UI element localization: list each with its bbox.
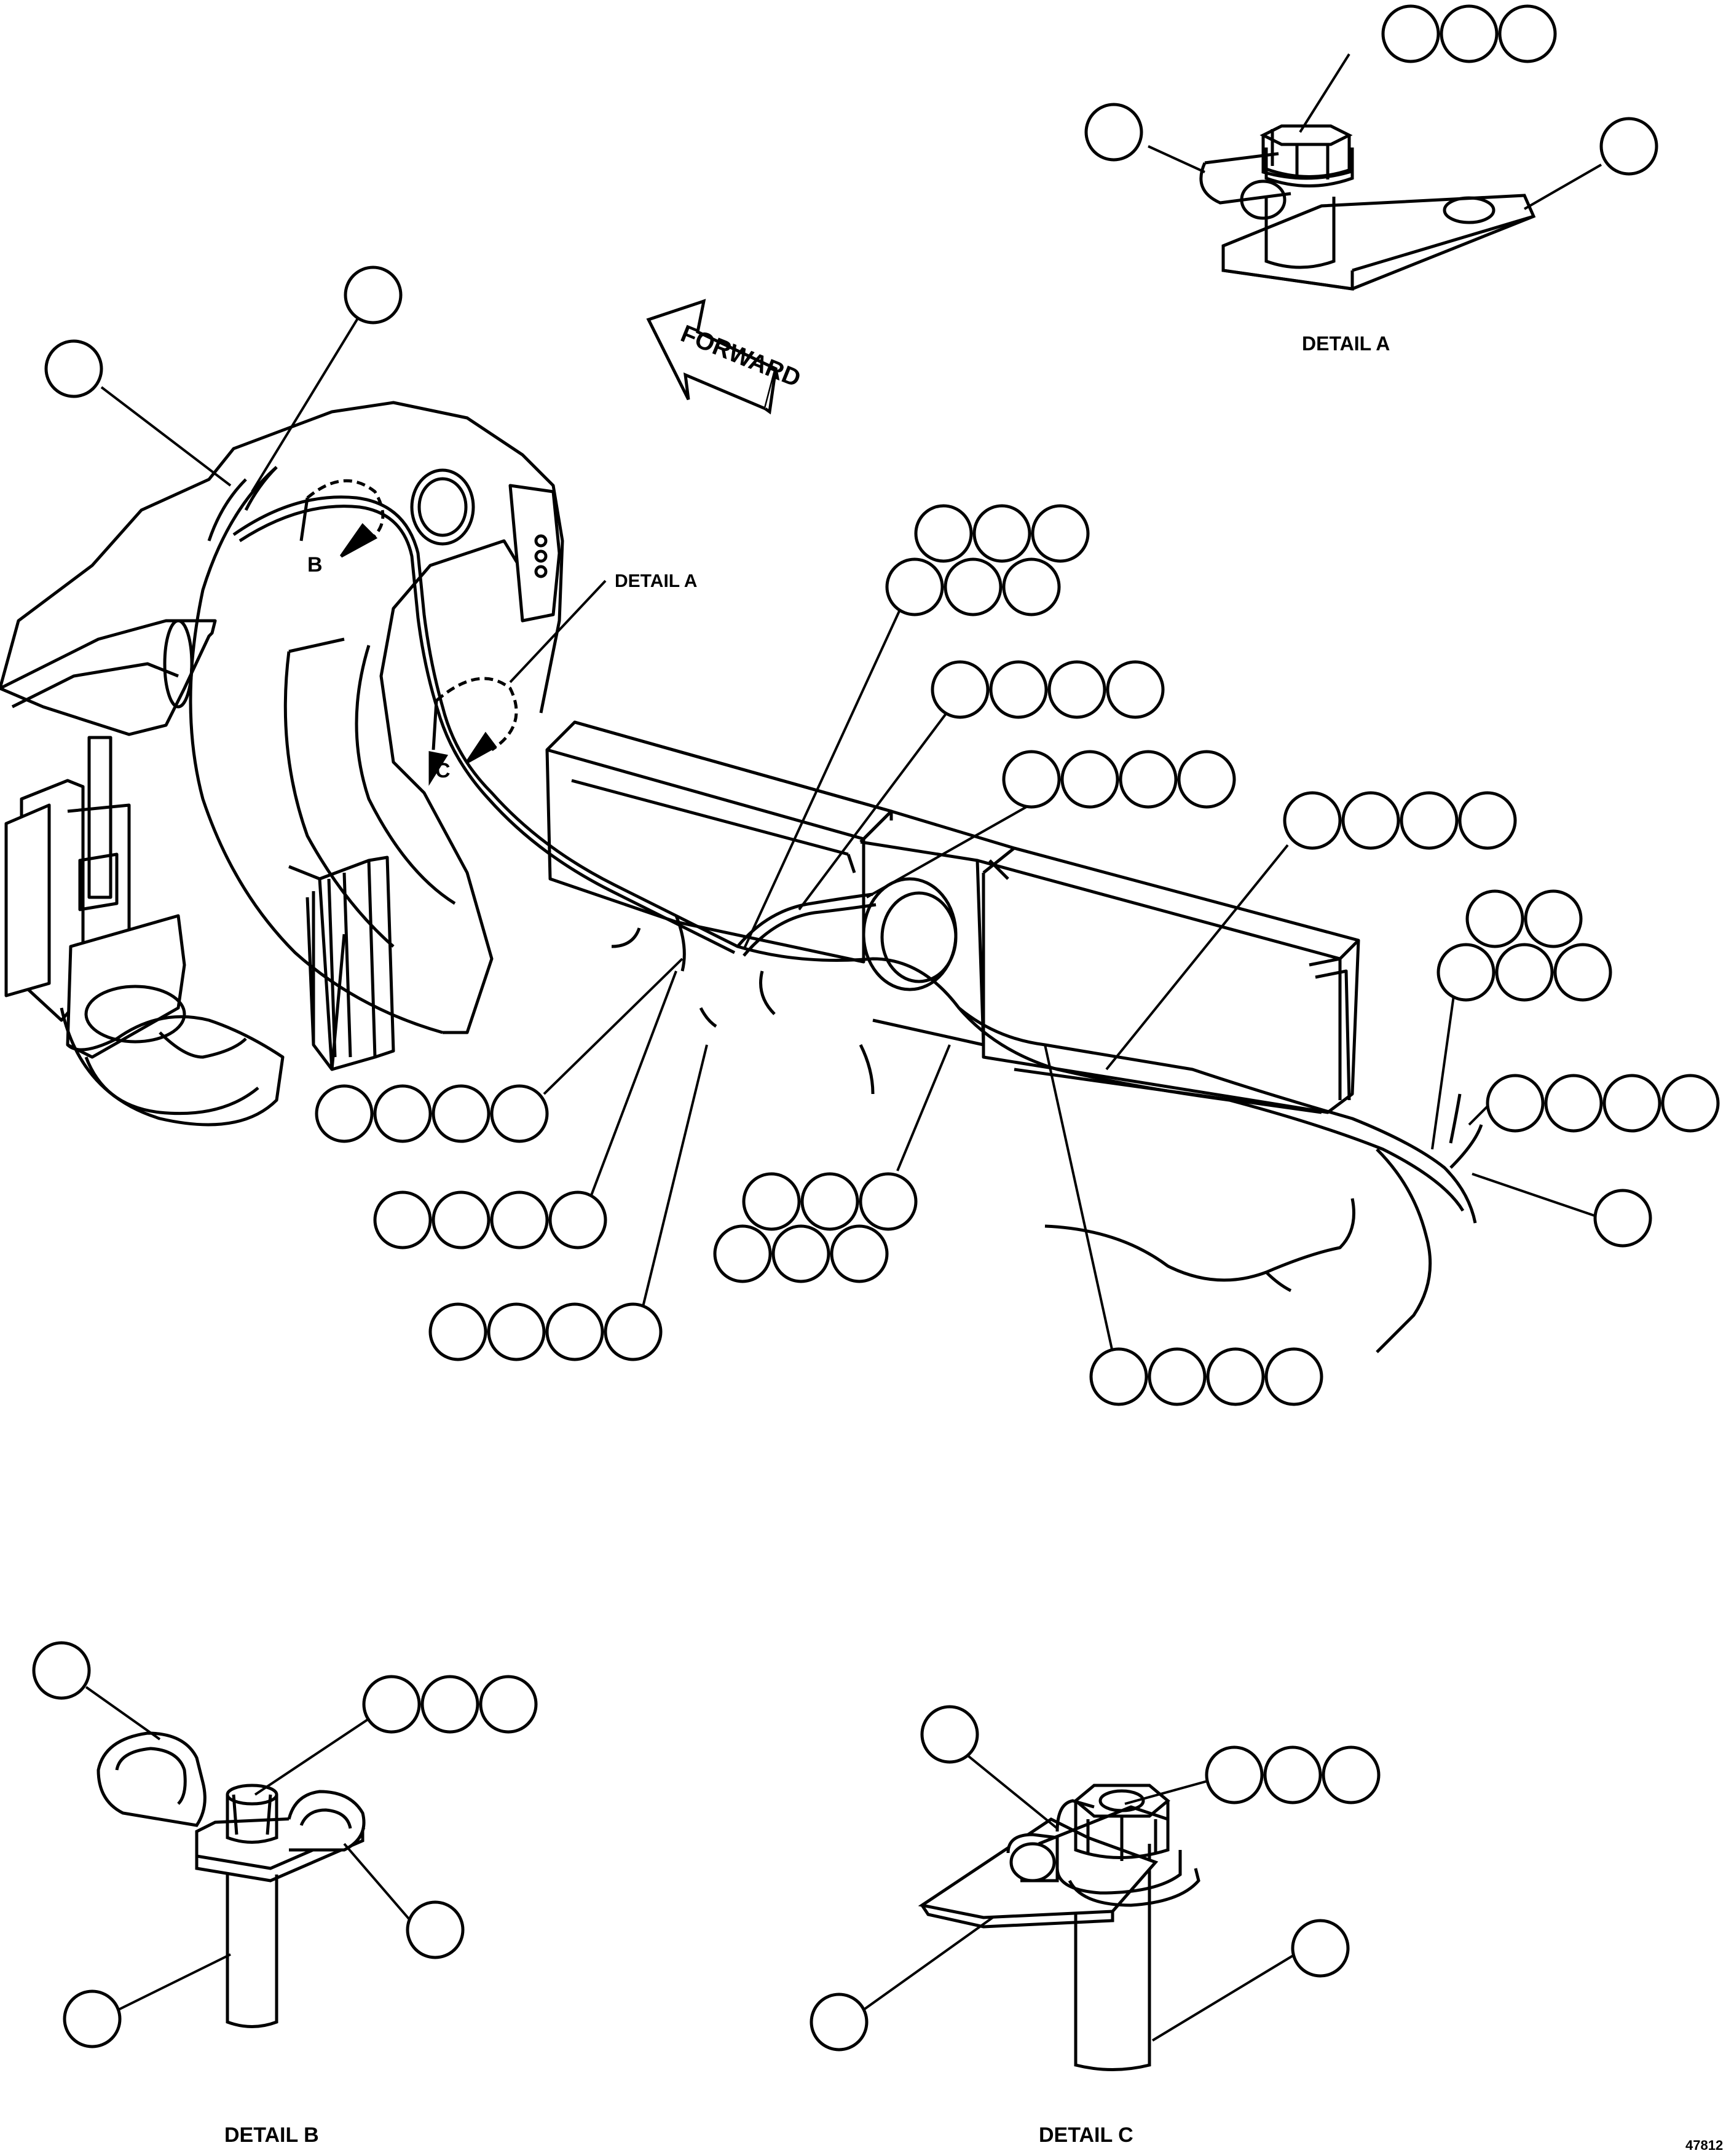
callout-bubble <box>771 1224 830 1283</box>
callout-bubble <box>914 504 973 563</box>
callout-bubble <box>713 1224 772 1283</box>
callout-bubble <box>1002 557 1061 616</box>
callout-bubble <box>545 1302 604 1361</box>
callout-bubble <box>479 1675 538 1734</box>
callout-bubble <box>1599 117 1658 176</box>
callout-bubble <box>1602 1074 1661 1133</box>
frame-assembly <box>0 401 1483 1353</box>
callout-bubble <box>742 1172 801 1231</box>
callout-bubble <box>989 660 1048 719</box>
callout-bubble <box>1544 1074 1603 1133</box>
detail-a-title: DETAIL A <box>1302 332 1390 355</box>
detail-a-pointer-label: DETAIL A <box>615 571 697 591</box>
callout-bubble <box>604 1302 663 1361</box>
callout-bubble <box>428 1302 487 1361</box>
detail-b-title: DETAIL B <box>224 2123 319 2147</box>
callout-bubble <box>1498 4 1557 63</box>
callout-bubble <box>1458 791 1517 850</box>
detail-b-assembly <box>97 1731 366 2028</box>
callout-bubble <box>1264 1347 1323 1406</box>
callout-bubble <box>1440 4 1499 63</box>
detail-b-letter: B <box>307 553 323 576</box>
callout-bubble <box>885 557 944 616</box>
callout-bubble <box>1106 660 1165 719</box>
callout-bubble <box>32 1641 91 1700</box>
detail-c-letter: C <box>435 759 451 782</box>
callout-bubble <box>1119 750 1178 809</box>
callout-bubble <box>1341 791 1400 850</box>
callout-bubble <box>44 339 103 398</box>
callout-bubble <box>432 1190 491 1249</box>
callout-bubble <box>1047 660 1106 719</box>
detail-c-title: DETAIL C <box>1039 2123 1133 2147</box>
callout-bubble <box>810 1993 869 2052</box>
callout-bubble <box>1177 750 1236 809</box>
forward-arrow <box>646 299 778 415</box>
callout-bubble <box>1661 1074 1720 1133</box>
callout-bubble <box>1089 1347 1148 1406</box>
callout-bubble <box>548 1190 607 1249</box>
detail-c-leaders <box>858 1741 1301 2042</box>
callout-bubble <box>1205 1745 1264 1804</box>
callout-bubble <box>1031 504 1090 563</box>
callout-bubble <box>344 266 403 325</box>
callout-bubble <box>432 1084 491 1143</box>
callout-bubble <box>830 1224 889 1283</box>
main-leaders <box>100 309 1599 1353</box>
detail-a-assembly <box>1199 124 1536 291</box>
callout-bubble <box>1465 889 1524 948</box>
callout-bubbles <box>44 4 1720 1406</box>
detail-b-rotation-marker <box>299 479 385 558</box>
callout-bubble <box>1381 4 1440 63</box>
callout-bubble <box>1084 103 1143 162</box>
callout-bubble <box>1060 750 1119 809</box>
callout-bubble <box>490 1084 549 1143</box>
callout-bubble <box>373 1084 432 1143</box>
callout-bubble <box>1524 889 1583 948</box>
callout-bubble <box>920 1705 979 1764</box>
callout-bubble <box>406 1900 465 1959</box>
callout-bubble <box>1002 750 1061 809</box>
detail-b-bubbles <box>32 1641 538 2048</box>
callout-bubble <box>1495 943 1554 1002</box>
callout-bubble <box>859 1172 918 1231</box>
callout-bubble <box>315 1084 374 1143</box>
detail-c-assembly <box>918 1784 1200 2071</box>
callout-bubble <box>1436 943 1496 1002</box>
callout-bubble <box>1291 1919 1350 1978</box>
callout-bubble <box>63 1989 122 2048</box>
callout-bubble <box>420 1675 479 1734</box>
callout-bubble <box>800 1172 859 1231</box>
callout-bubble <box>487 1302 546 1361</box>
callout-bubble <box>1263 1745 1322 1804</box>
callout-bubble <box>1206 1347 1265 1406</box>
callout-bubble <box>1322 1745 1381 1804</box>
detail-c-rotation-marker <box>428 677 518 786</box>
callout-bubble <box>490 1190 549 1249</box>
callout-bubble <box>1400 791 1459 850</box>
callout-bubble <box>944 557 1003 616</box>
callout-bubble <box>972 504 1031 563</box>
callout-bubble <box>373 1190 432 1249</box>
callout-bubble <box>1486 1074 1545 1133</box>
drawing-number: 47812 <box>1685 2138 1723 2153</box>
callout-bubble <box>1148 1347 1207 1406</box>
callout-bubble <box>1593 1189 1652 1248</box>
detail-a-leaders <box>1148 53 1602 210</box>
callout-bubble <box>1283 791 1342 850</box>
callout-bubble <box>931 660 990 719</box>
callout-bubble <box>362 1675 421 1734</box>
callout-bubble <box>1553 943 1612 1002</box>
detail-c-bubbles <box>810 1705 1381 2052</box>
